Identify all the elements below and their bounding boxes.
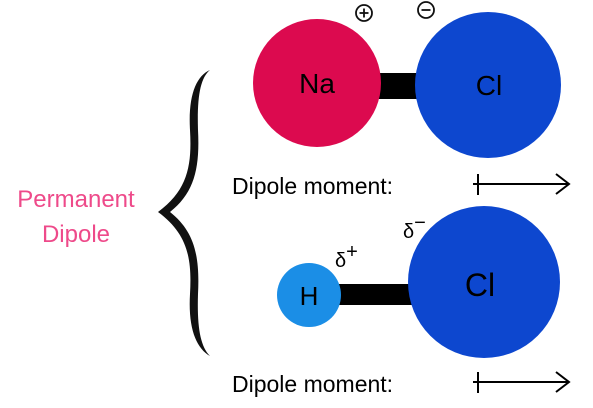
dipole-moment-label-nacl: Dipole moment: (232, 173, 393, 199)
minus-circle-icon (417, 1, 435, 19)
cl-atom-nacl (415, 12, 561, 158)
partial-negative-charge: δ− (403, 212, 426, 243)
cl-atom-hcl (408, 206, 560, 358)
crossed-arrow-icon (473, 173, 571, 195)
h-atom (277, 263, 341, 327)
plus-circle-icon (355, 4, 373, 22)
h-atom-label: H (300, 281, 319, 311)
cl-atom-label-hcl: Cl (465, 267, 495, 303)
cl-atom-label-nacl: Cl (476, 70, 502, 101)
side-label-line1: Permanent (17, 186, 135, 213)
partial-positive-charge: δ+ (335, 241, 358, 272)
curly-brace-icon (158, 70, 210, 356)
hcl-bond (336, 284, 416, 305)
nacl-bond (376, 73, 422, 99)
dipole-moment-label-hcl: Dipole moment: (232, 371, 393, 397)
side-label-line2: Dipole (42, 221, 110, 248)
na-atom (253, 19, 381, 147)
crossed-arrow-icon (473, 371, 571, 393)
na-atom-label: Na (299, 68, 335, 99)
